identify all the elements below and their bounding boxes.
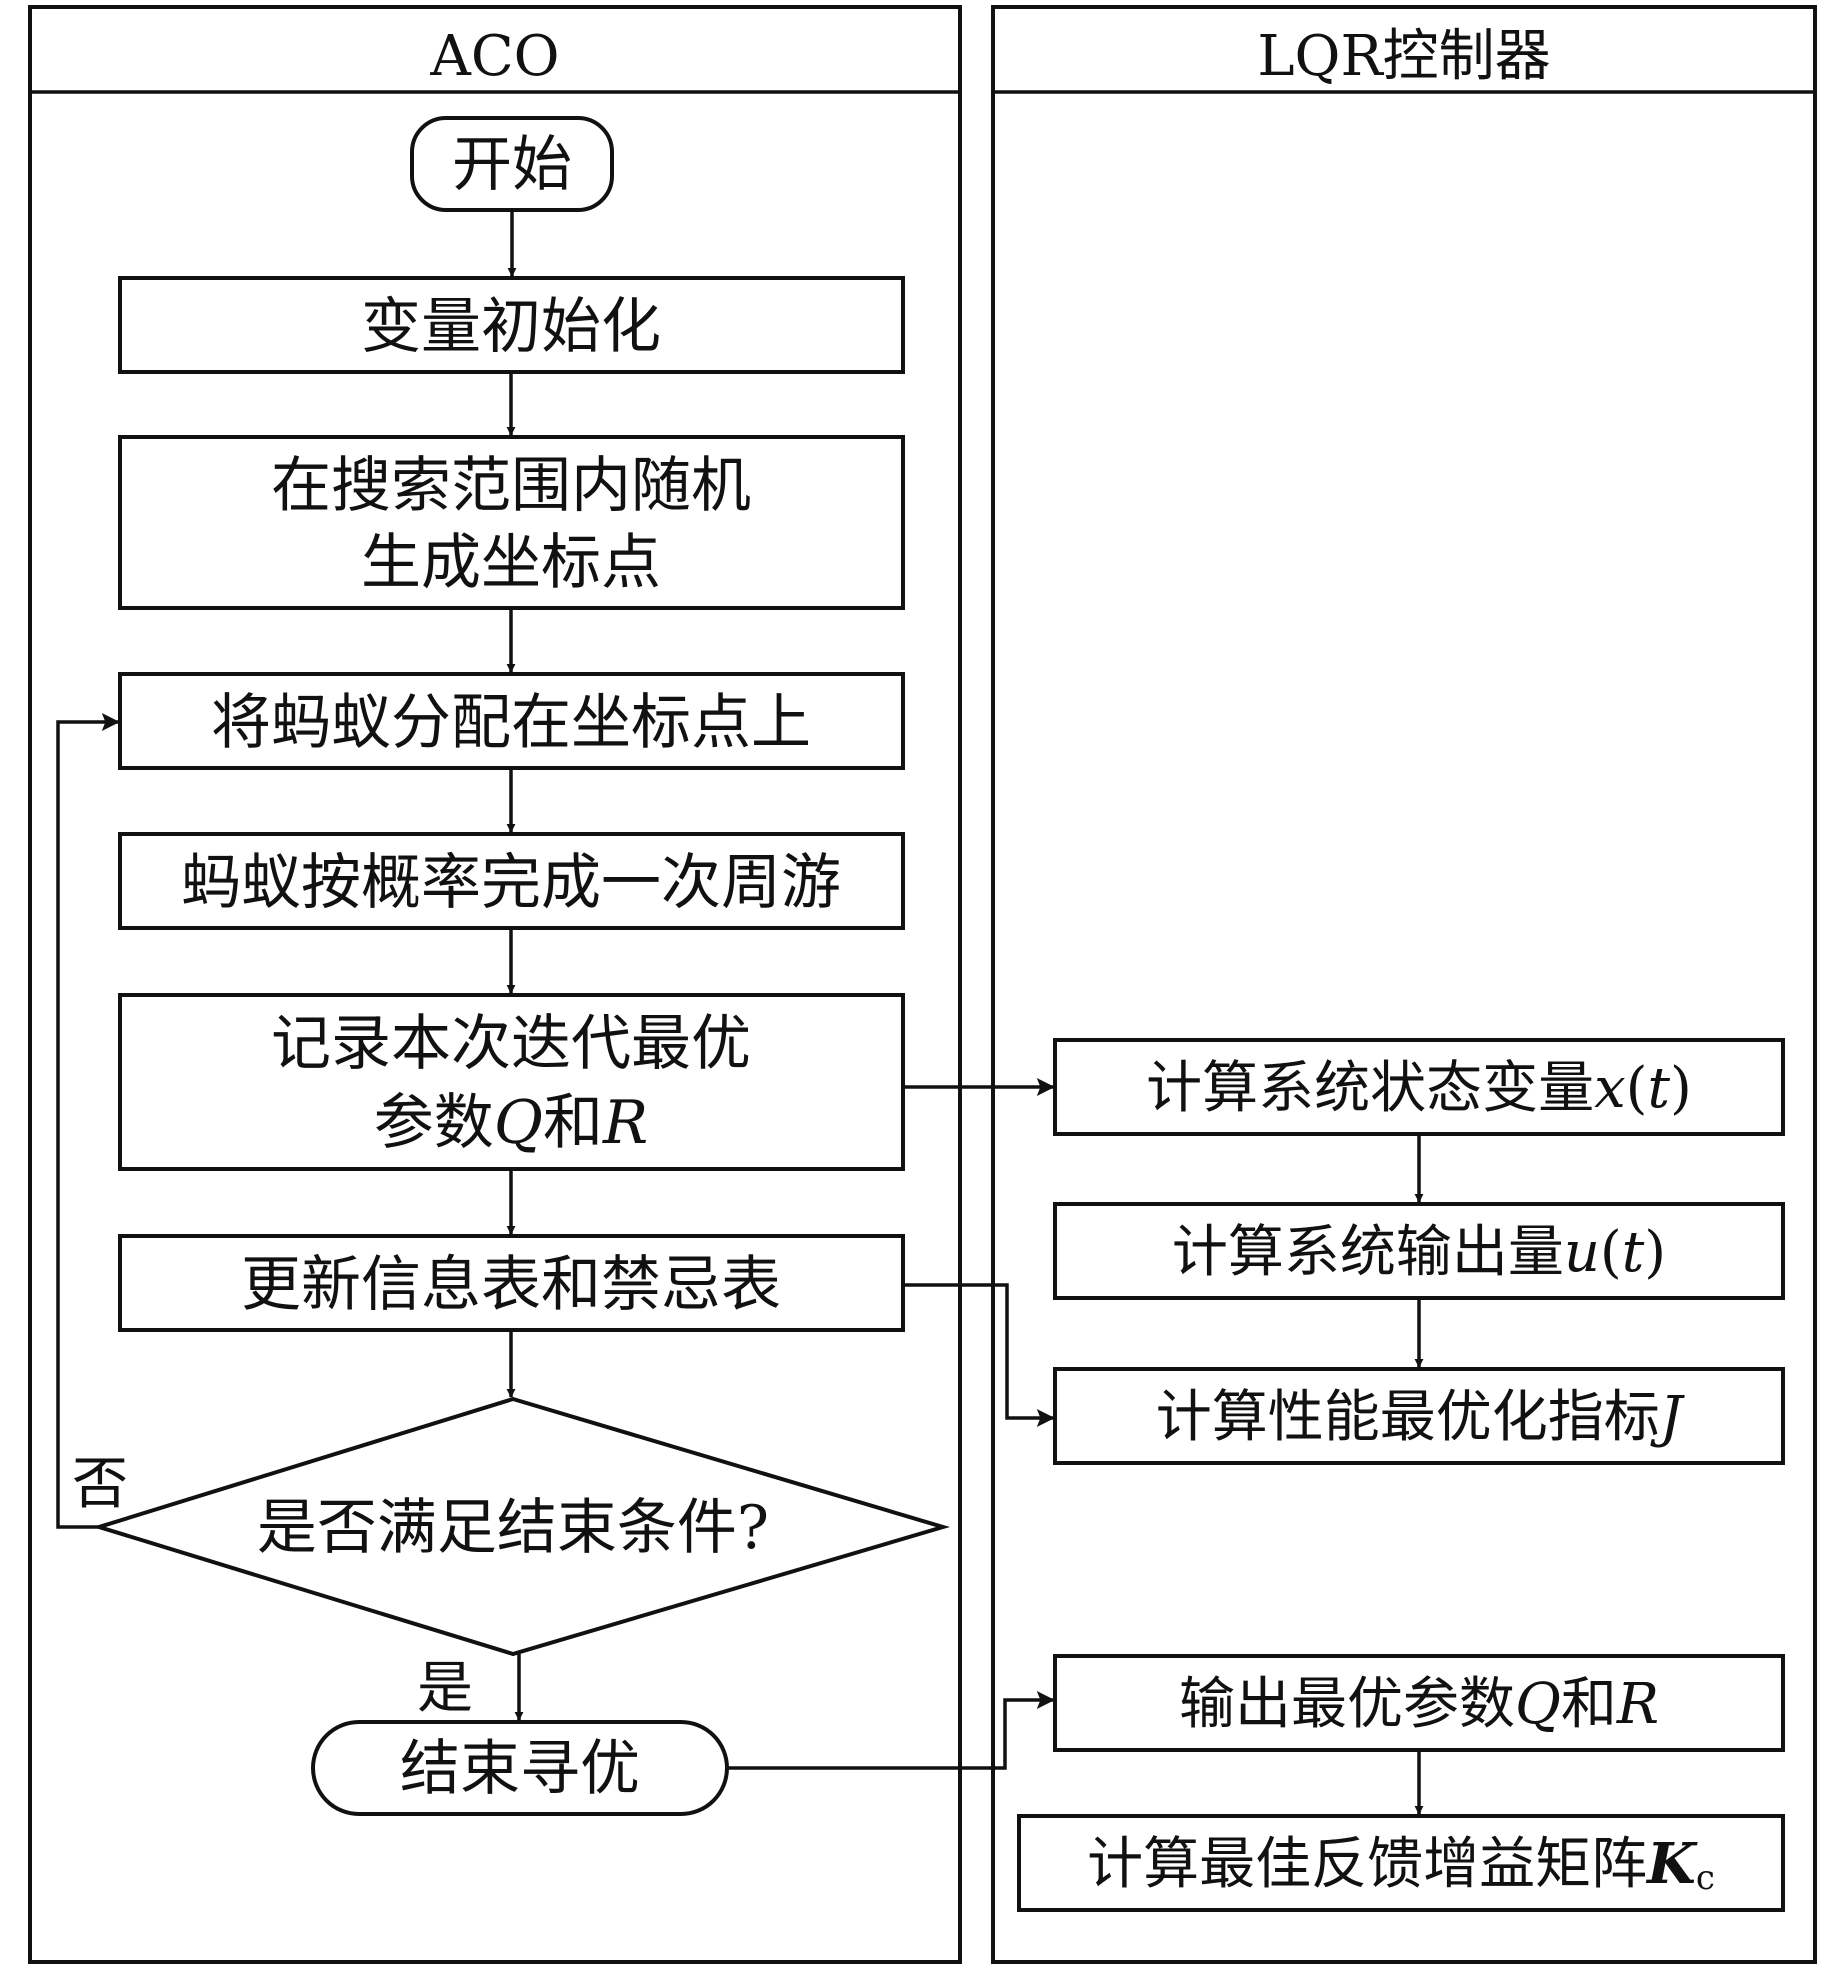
record-mid: 和 (543, 1088, 603, 1158)
lane-lqr: LQR控制器 (991, 5, 1817, 1964)
edge-decision-no-loop (56, 713, 120, 1529)
init-box (118, 276, 905, 374)
lane-aco-title: ACO (429, 24, 559, 89)
calc-gain-prefix: 计算最佳反馈增益矩阵 (1087, 1832, 1647, 1897)
record-box (118, 993, 905, 1171)
random-gen-line1: 在搜索范围内随机 (271, 451, 751, 521)
calc-state-var: x (1594, 1056, 1626, 1121)
calc-state-box (1053, 1038, 1785, 1136)
calc-output-label: 计算系统输出量u(t) (1172, 1220, 1666, 1285)
calc-state-arg: t (1648, 1056, 1671, 1121)
calc-index-label: 计算性能最优化指标J (1156, 1385, 1686, 1450)
record-var-q: Q (494, 1088, 543, 1158)
tour-label: 蚂蚁按概率完成一次周游 (181, 848, 841, 918)
node-start: 开始 (410, 116, 614, 212)
output-params-mid: 和 (1561, 1672, 1617, 1737)
calc-output-box (1053, 1202, 1785, 1300)
node-output-params: 输出最优参数Q和R (1053, 1654, 1785, 1752)
branch-yes-label: 是 (417, 1656, 473, 1721)
calc-output-paren-close: ) (1644, 1220, 1666, 1285)
node-calc-gain: 计算最佳反馈增益矩阵Kc (1017, 1814, 1785, 1912)
record-prefix: 参数 (374, 1088, 494, 1158)
output-params-prefix: 输出最优参数 (1179, 1672, 1515, 1737)
edge-update-to-calc-index (903, 1283, 1055, 1427)
assign-ants-box (118, 672, 905, 770)
calc-state-prefix: 计算系统状态变量 (1146, 1056, 1594, 1121)
random-gen-line2: 生成坐标点 (361, 528, 661, 598)
node-calc-output: 计算系统输出量u(t) (1053, 1202, 1785, 1300)
output-params-var-r: R (1616, 1672, 1659, 1737)
init-label: 变量初始化 (361, 292, 661, 362)
node-random-gen: 在搜索范围内随机 生成坐标点 (118, 435, 905, 610)
node-update: 更新信息表和禁忌表 (118, 1234, 905, 1332)
calc-state-label: 计算系统状态变量x(t) (1146, 1056, 1692, 1121)
calc-output-arg: t (1622, 1220, 1645, 1285)
record-line2: 参数Q和R (374, 1088, 648, 1158)
branch-no-label: 否 (72, 1452, 128, 1517)
output-params-var-q: Q (1515, 1672, 1561, 1737)
update-label: 更新信息表和禁忌表 (241, 1250, 781, 1320)
calc-output-var: u (1564, 1220, 1600, 1285)
edge-end-to-output-params (727, 1691, 1055, 1770)
output-params-label: 输出最优参数Q和R (1179, 1672, 1659, 1737)
end-label: 结束寻优 (400, 1734, 640, 1804)
node-end: 结束寻优 (311, 1720, 729, 1816)
lane-lqr-title: LQR控制器 (1257, 24, 1550, 89)
calc-state-paren-close: ) (1670, 1056, 1692, 1121)
calc-state-paren-open: ( (1626, 1056, 1648, 1121)
calc-index-prefix: 计算性能最优化指标 (1156, 1385, 1660, 1450)
calc-gain-label: 计算最佳反馈增益矩阵Kc (1087, 1831, 1715, 1898)
update-box (118, 1234, 905, 1332)
node-init: 变量初始化 (118, 276, 905, 374)
calc-gain-var: K (1645, 1831, 1698, 1897)
output-params-box (1053, 1654, 1785, 1752)
record-var-r: R (602, 1088, 648, 1158)
random-gen-box (118, 435, 905, 610)
node-record: 记录本次迭代最优 参数Q和R (118, 993, 905, 1171)
node-tour: 蚂蚁按概率完成一次周游 (118, 832, 905, 930)
node-calc-index: 计算性能最优化指标J (1053, 1367, 1785, 1465)
node-assign-ants: 将蚂蚁分配在坐标点上 (118, 672, 905, 770)
node-decision: 是否满足结束条件? (92, 1396, 951, 1657)
tour-box (118, 832, 905, 930)
start-label: 开始 (452, 130, 572, 200)
record-line1: 记录本次迭代最优 (271, 1009, 751, 1079)
decision-label: 是否满足结束条件? (257, 1493, 769, 1563)
calc-index-box (1053, 1367, 1785, 1465)
decision-diamond (92, 1396, 951, 1657)
calc-output-prefix: 计算系统输出量 (1172, 1220, 1564, 1285)
calc-gain-sub: c (1696, 1858, 1715, 1898)
assign-ants-label: 将蚂蚁分配在坐标点上 (211, 688, 811, 758)
calc-output-paren-open: ( (1600, 1220, 1622, 1285)
calc-gain-box (1017, 1814, 1785, 1912)
node-calc-state: 计算系统状态变量x(t) (1053, 1038, 1785, 1136)
lane-lqr-frame (991, 5, 1817, 1964)
